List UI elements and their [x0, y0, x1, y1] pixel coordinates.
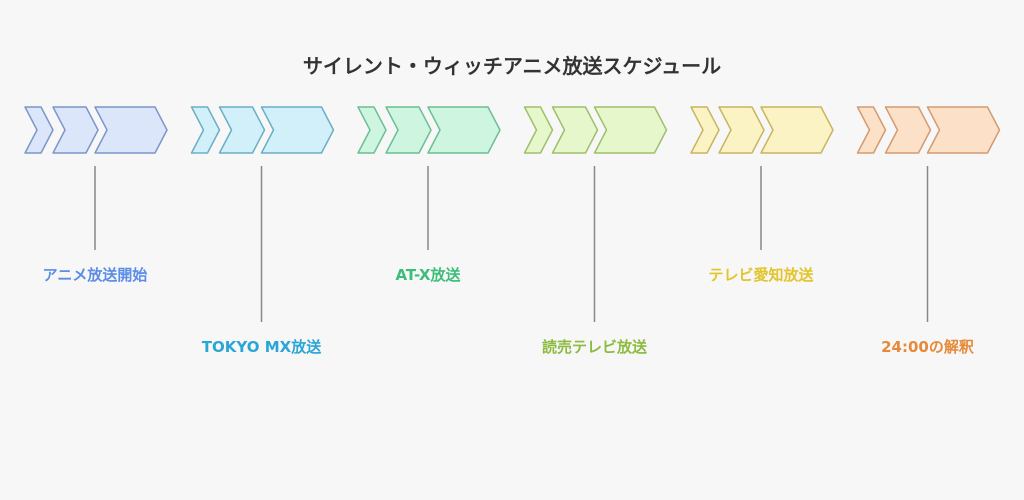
chevron-1-2: [52, 106, 99, 154]
chevron-2-3: [260, 106, 335, 154]
milestone-label-4: 読売テレビ放送: [541, 338, 647, 356]
chevron-4-3: [593, 106, 668, 154]
chevron-5-1: [690, 106, 720, 154]
chevron-2-1: [190, 106, 221, 154]
chevron-group: [24, 106, 1001, 154]
chevron-5-2: [718, 106, 765, 154]
chevron-6-1: [856, 106, 887, 154]
chevron-6-2: [884, 106, 932, 154]
milestone-label-5: テレビ愛知放送: [708, 266, 814, 284]
chevron-5-3: [760, 106, 834, 154]
milestone-label-1: アニメ放送開始: [42, 266, 148, 284]
page-title: サイレント・ウィッチアニメ放送スケジュール: [302, 54, 722, 78]
milestone-label-6: 24:00の解釈: [881, 338, 974, 356]
chevron-1-1: [24, 106, 54, 154]
chevron-6-3: [926, 106, 1001, 154]
chevron-4-1: [523, 106, 554, 154]
chevron-3-1: [357, 106, 387, 154]
connector-group: [94, 166, 929, 322]
milestone-label-2: TOKYO MX放送: [201, 338, 322, 356]
chevron-1-3: [94, 106, 168, 154]
milestone-label-3: AT-X放送: [395, 266, 461, 284]
chevron-4-2: [551, 106, 599, 154]
chevron-3-3: [427, 106, 501, 154]
chevron-3-2: [385, 106, 432, 154]
chevron-2-2: [218, 106, 266, 154]
